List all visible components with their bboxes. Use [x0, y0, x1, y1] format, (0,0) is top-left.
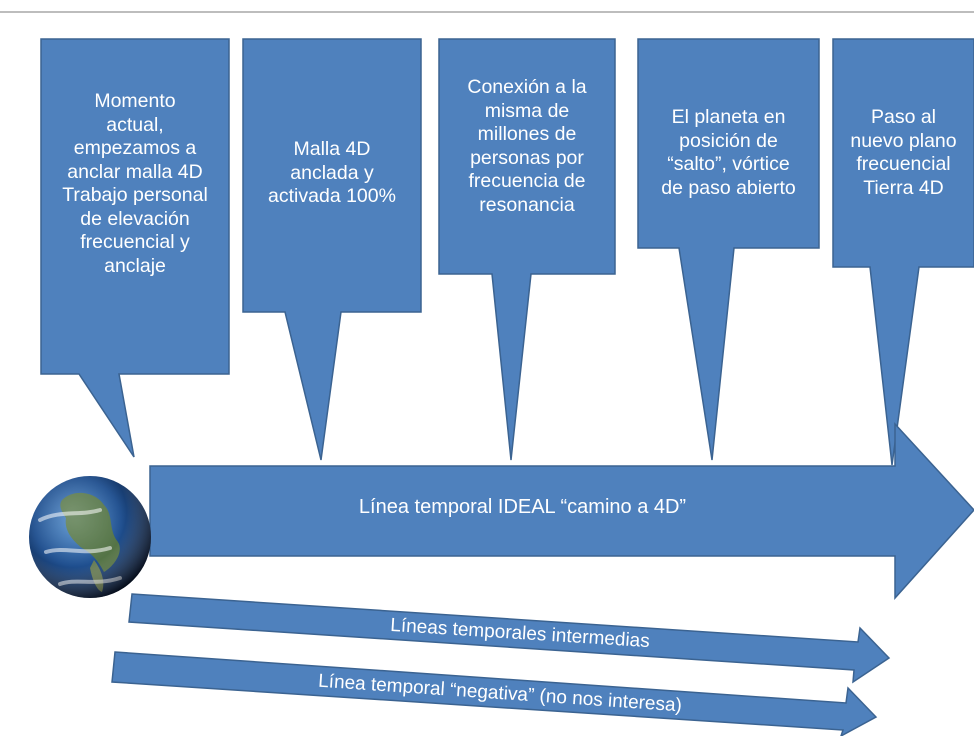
callout-1-shape: [40, 38, 230, 458]
ideal-timeline-label: Línea temporal IDEAL “camino a 4D”: [358, 496, 687, 518]
callout-4-shape: [637, 38, 820, 461]
callout-3-shape: [438, 38, 616, 461]
callout-3-text: Conexión a la misma de millones de perso…: [467, 76, 587, 216]
callout-4-text: El planeta en posición de “salto”, vórti…: [661, 106, 796, 199]
callout-5-shape: [832, 38, 974, 466]
callout-2-shape: [242, 38, 422, 461]
earth-globe-icon: [29, 476, 151, 598]
callout-5-text: Paso al nuevo plano frecuencial Tierra 4…: [850, 106, 957, 199]
callout-2-text: Malla 4D anclada y activada 100%: [268, 138, 396, 207]
ideal-timeline-arrow: [149, 422, 974, 600]
intermediate-timeline-arrow: [128, 593, 891, 684]
callout-1-text: Momento actual, empezamos a anclar malla…: [62, 90, 208, 277]
negative-timeline-arrow: [111, 651, 878, 736]
